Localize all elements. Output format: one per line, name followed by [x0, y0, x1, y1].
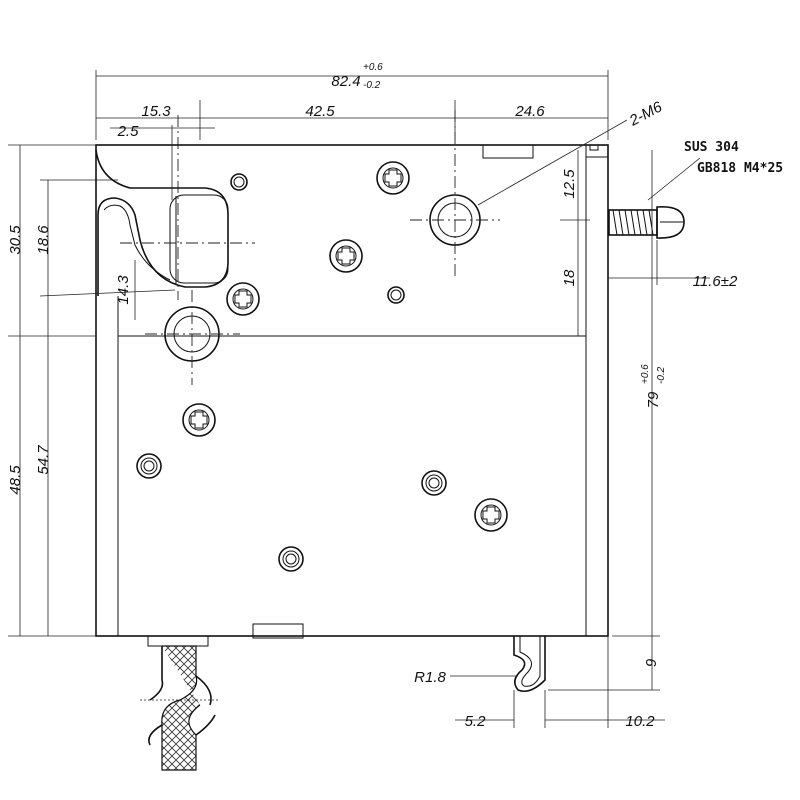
dim-9: 9 — [643, 658, 660, 667]
phillips-screw-1 — [376, 161, 410, 195]
lock-body — [95, 144, 609, 639]
overall-width-tol-lower: -0.2 — [363, 80, 381, 91]
dim-12-5: 12.5 — [561, 169, 578, 199]
dim-48-5: 48.5 — [7, 465, 24, 495]
dim-11-6: 11.6±2 — [693, 273, 738, 290]
dim-5-2: 5.2 — [465, 713, 487, 730]
dim-18-6: 18.6 — [35, 225, 52, 255]
dim-79-tol-lower: -0.2 — [656, 366, 667, 384]
dim-r1-8: R1.8 — [414, 669, 446, 686]
dim-2-5: 2.5 — [117, 123, 140, 140]
dim-18: 18 — [561, 269, 578, 286]
dim-15-3: 15.3 — [141, 103, 171, 120]
dim-54-7: 54.7 — [35, 445, 52, 475]
rivet-2 — [387, 286, 405, 304]
dim-14-3: 14.3 — [115, 275, 132, 305]
side-screw — [608, 205, 685, 239]
rivet-1 — [230, 173, 248, 191]
callout-2-m6: 2-M6 — [626, 98, 666, 130]
cable — [147, 635, 216, 771]
rivet-3 — [136, 453, 162, 479]
top-slot — [482, 144, 534, 159]
dim-30-5: 30.5 — [7, 225, 24, 255]
bottom-hook — [513, 636, 546, 693]
dim-79-tol-upper: +0.6 — [640, 364, 651, 384]
callout-material: SUS 304 — [684, 140, 739, 155]
overall-width: 82.4 — [331, 73, 360, 90]
phillips-screw-3 — [226, 282, 260, 316]
bottom-slot — [252, 623, 304, 639]
callout-screw: GB818 M4*25 — [697, 161, 783, 176]
phillips-screw-4 — [182, 403, 216, 437]
dim-42-5: 42.5 — [305, 103, 335, 120]
latch-hook — [95, 149, 229, 296]
dim-24-6: 24.6 — [514, 103, 545, 120]
phillips-screw-5 — [474, 498, 508, 532]
rivet-5 — [278, 546, 304, 572]
dim-79: 79 — [645, 391, 662, 408]
phillips-screw-2 — [329, 239, 363, 273]
dimension-lines — [8, 70, 710, 728]
dim-10-2: 10.2 — [625, 713, 655, 730]
overall-width-tol-upper: +0.6 — [363, 62, 383, 73]
rivet-4 — [421, 470, 447, 496]
